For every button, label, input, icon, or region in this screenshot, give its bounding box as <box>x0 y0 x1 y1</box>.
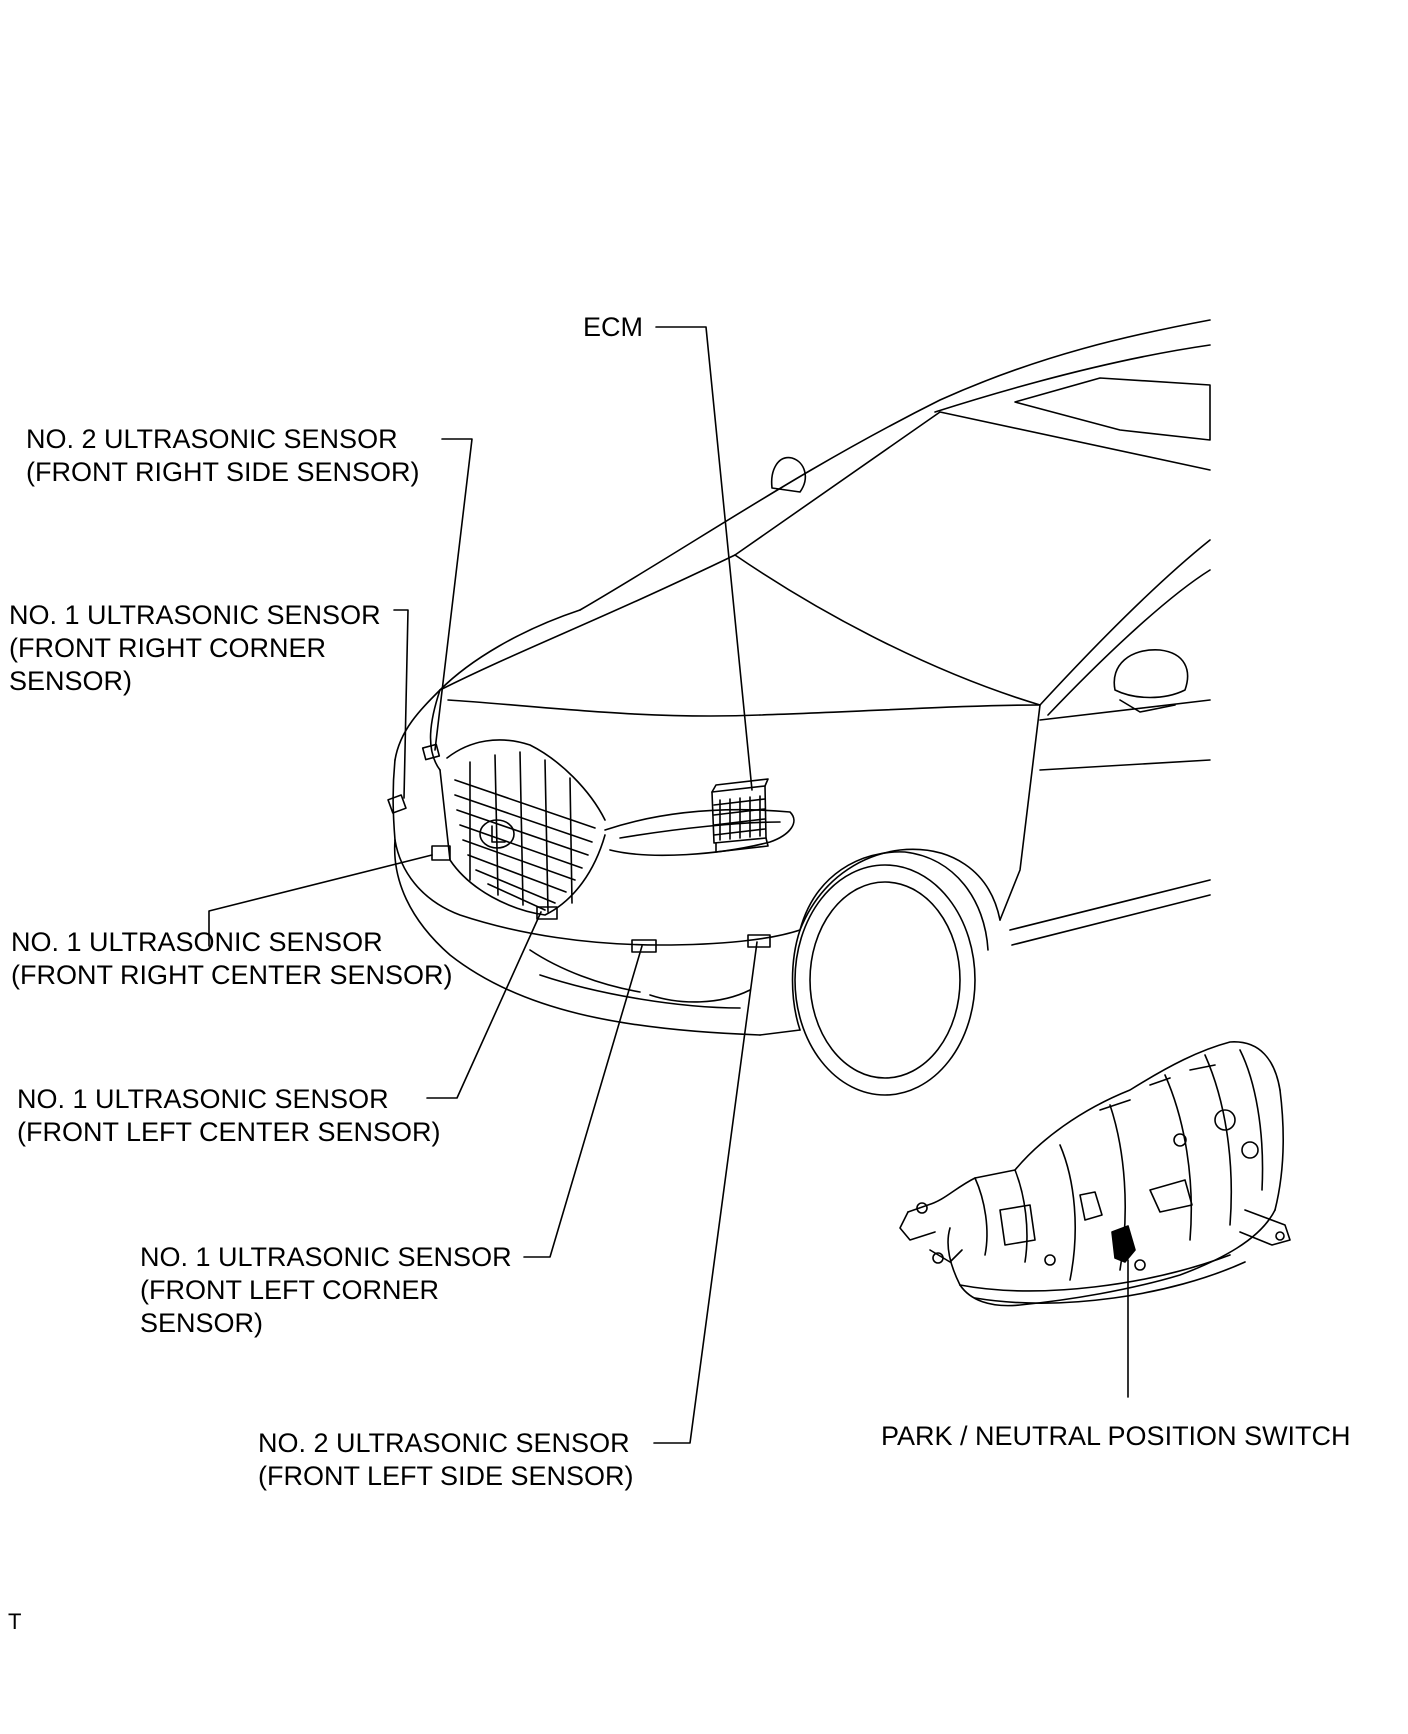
leader-lines <box>208 326 1129 1444</box>
front-right-center-sensor-label: NO. 1 ULTRASONIC SENSOR (FRONT RIGHT CEN… <box>11 926 453 992</box>
label-line: NO. 2 ULTRASONIC SENSOR <box>258 1428 630 1458</box>
label-line: NO. 1 ULTRASONIC SENSOR <box>140 1242 512 1272</box>
label-line: SENSOR) <box>140 1308 264 1338</box>
label-line: NO. 1 ULTRASONIC SENSOR <box>17 1084 389 1114</box>
front-right-corner-sensor-label: NO. 1 ULTRASONIC SENSOR (FRONT RIGHT COR… <box>9 599 381 698</box>
label-line: (FRONT RIGHT CORNER <box>9 633 326 663</box>
label-line: (FRONT LEFT CORNER <box>140 1275 440 1305</box>
sensor-marks <box>387 743 771 953</box>
front-left-corner-sensor-label: NO. 1 ULTRASONIC SENSOR (FRONT LEFT CORN… <box>140 1241 512 1340</box>
figure-code: T <box>8 1609 22 1634</box>
label-line: (FRONT LEFT SIDE SENSOR) <box>258 1461 634 1491</box>
ecm-label: ECM <box>583 312 643 342</box>
label-line: NO. 1 ULTRASONIC SENSOR <box>9 600 381 630</box>
front-left-side-sensor-label: NO. 2 ULTRASONIC SENSOR (FRONT LEFT SIDE… <box>258 1427 634 1493</box>
front-right-side-sensor-label: NO. 2 ULTRASONIC SENSOR (FRONT RIGHT SID… <box>26 423 420 489</box>
front-left-center-sensor-label: NO. 1 ULTRASONIC SENSOR (FRONT LEFT CENT… <box>17 1083 441 1149</box>
label-line: SENSOR) <box>9 666 133 696</box>
vehicle-illustration <box>387 319 1211 1096</box>
ecm-unit <box>711 778 769 853</box>
transmission-illustration <box>899 1041 1291 1307</box>
label-line: NO. 1 ULTRASONIC SENSOR <box>11 927 383 957</box>
label-line: (FRONT RIGHT CENTER SENSOR) <box>11 960 453 990</box>
label-line: (FRONT LEFT CENTER SENSOR) <box>17 1117 441 1147</box>
label-line: NO. 2 ULTRASONIC SENSOR <box>26 424 398 454</box>
park-neutral-position-switch-label: PARK / NEUTRAL POSITION SWITCH <box>881 1421 1351 1451</box>
park-neutral-switch-part <box>1111 1225 1136 1263</box>
label-line: (FRONT RIGHT SIDE SENSOR) <box>26 457 420 487</box>
